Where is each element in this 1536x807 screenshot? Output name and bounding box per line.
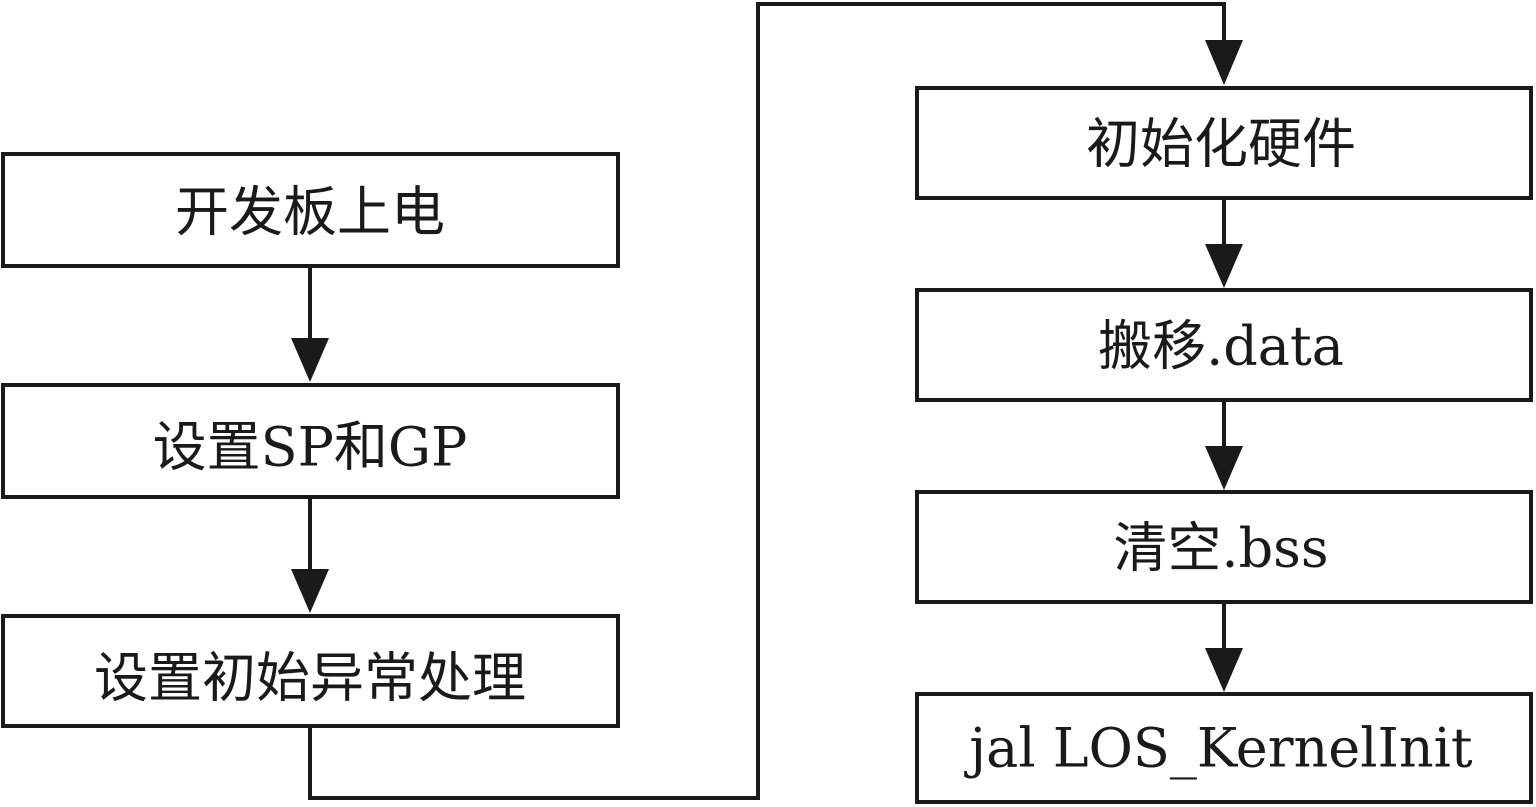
step-clear-bss-label: 清空.bss (1113, 517, 1328, 580)
step-jal-kernel-init-label: jal LOS_KernelInit (963, 717, 1473, 780)
step-init-hardware-label: 初始化硬件 (1086, 113, 1356, 176)
arrow-clear-bss-to-jal-kernel-init (1205, 602, 1243, 692)
step-clear-bss: 清空.bss (915, 490, 1533, 604)
step-power-on: 开发板上电 (1, 152, 620, 268)
step-power-on-label: 开发板上电 (175, 181, 445, 244)
step-set-exception: 设置初始异常处理 (1, 614, 620, 728)
step-set-sp-gp-label: 设置SP和GP (153, 416, 468, 479)
step-set-sp-gp: 设置SP和GP (1, 383, 620, 499)
step-move-data-label: 搬移.data (1098, 315, 1344, 378)
step-jal-kernel-init: jal LOS_KernelInit (915, 692, 1533, 804)
step-move-data: 搬移.data (915, 288, 1533, 402)
arrow-set-sp-gp-to-set-exception (291, 497, 329, 613)
arrow-power-on-to-set-sp-gp (291, 266, 329, 382)
arrow-init-hardware-to-move-data (1205, 198, 1243, 288)
arrow-move-data-to-clear-bss (1205, 400, 1243, 490)
connector-left-to-right (308, 2, 1243, 800)
step-init-hardware: 初始化硬件 (915, 86, 1533, 200)
step-set-exception-label: 设置初始异常处理 (94, 647, 526, 710)
